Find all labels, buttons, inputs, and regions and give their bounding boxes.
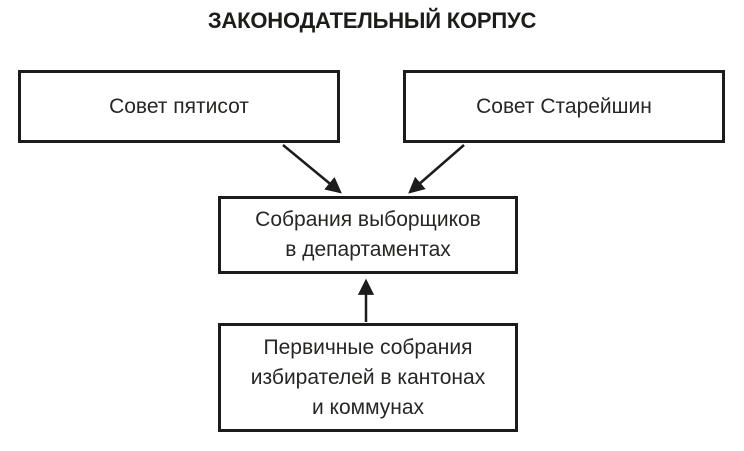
node-label-line: и коммунах: [311, 395, 425, 419]
node-label-line: избирателей в кантонах: [250, 365, 486, 389]
node-label-line: в департаментах: [285, 238, 451, 261]
node-label-line: Собрания выборщиков: [255, 208, 481, 231]
node-council-of-five-hundred: Совет пятисот: [18, 70, 340, 143]
node-label-line: Совет Старейшин: [476, 94, 652, 118]
node-elector-assemblies: Собрания выборщиков в департаментах: [218, 196, 518, 274]
arrow-council500-to-electors: [282, 144, 342, 194]
node-primary-assemblies: Первичные собрания избирателей в кантона…: [218, 323, 518, 432]
arrow-elders-to-electors: [408, 144, 465, 194]
diagram-title: ЗАКОНОДАТЕЛЬНЫЙ КОРПУС: [207, 8, 537, 33]
node-label-line: Совет пятисот: [109, 94, 249, 118]
node-council-of-elders: Совет Старейшин: [403, 70, 725, 143]
node-label-line: Первичные собрания: [263, 335, 473, 359]
